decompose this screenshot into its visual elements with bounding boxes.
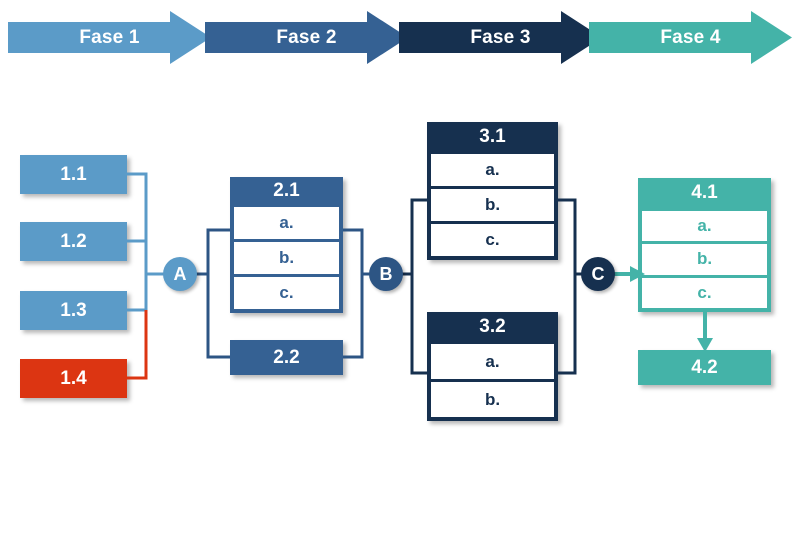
phase-arrow-3[interactable]: Fase 3 — [399, 10, 602, 65]
phase-arrow-1[interactable]: Fase 1 — [8, 10, 211, 65]
box-4-2-label: 4.2 — [691, 356, 718, 378]
box-1-1[interactable]: 1.1 — [20, 155, 127, 194]
card-3-1-row-a[interactable]: a. — [431, 154, 554, 186]
connector-node-b[interactable]: B — [369, 257, 403, 291]
card-2-1-row-a[interactable]: a. — [234, 207, 339, 239]
card-4-1-title: 4.1 — [691, 182, 718, 203]
card-3-1-rows: a. b. c. — [427, 151, 558, 260]
card-3-1[interactable]: 3.1 a. b. c. — [427, 122, 558, 260]
phase-arrow-2-label: Fase 2 — [276, 26, 337, 48]
connector-node-a[interactable]: A — [163, 257, 197, 291]
card-4-1[interactable]: 4.1 a. b. c. — [638, 178, 771, 312]
box-1-4-label: 1.4 — [60, 367, 87, 389]
phase-arrow-3-label: Fase 3 — [470, 26, 531, 48]
card-3-1-row-c[interactable]: c. — [431, 224, 554, 256]
phase-arrow-1-shape — [8, 11, 211, 64]
connector-node-c[interactable]: C — [581, 257, 615, 291]
card-2-1-row-b[interactable]: b. — [234, 242, 339, 274]
phase-arrow-4-shape — [589, 11, 792, 64]
phase-arrow-4-label: Fase 4 — [660, 26, 721, 48]
phase-arrow-3-shape — [399, 11, 602, 64]
box-2-2-label: 2.2 — [273, 346, 300, 368]
card-3-2-title: 3.2 — [479, 315, 506, 337]
card-2-1-title: 2.1 — [273, 179, 300, 201]
phase-arrow-4[interactable]: Fase 4 — [589, 10, 792, 65]
connector-node-a-label: A — [173, 263, 187, 284]
box-4-2[interactable]: 4.2 — [638, 350, 771, 385]
phase-arrow-1-label: Fase 1 — [79, 26, 140, 48]
box-1-3[interactable]: 1.3 — [20, 291, 127, 330]
card-3-2[interactable]: 3.2 a. b. — [427, 312, 558, 421]
phase-arrow-2[interactable]: Fase 2 — [205, 10, 408, 65]
card-2-1-row-c[interactable]: c. — [234, 277, 339, 309]
card-2-1[interactable]: 2.1 a. b. c. — [230, 177, 343, 313]
box-1-2-label: 1.2 — [60, 230, 87, 252]
box-2-2[interactable]: 2.2 — [230, 340, 343, 375]
phase-arrow-2-shape — [205, 11, 408, 64]
box-1-4[interactable]: 1.4 — [20, 359, 127, 398]
card-3-2-rows: a. b. — [427, 341, 558, 421]
card-3-2-row-a[interactable]: a. — [431, 344, 554, 379]
box-1-3-label: 1.3 — [60, 299, 87, 321]
card-2-1-rows: a. b. c. — [230, 204, 343, 313]
card-3-1-title: 3.1 — [479, 125, 506, 147]
connector-node-b-label: B — [379, 263, 393, 284]
card-3-1-row-b[interactable]: b. — [431, 189, 554, 221]
card-4-1-row-b[interactable]: b. — [642, 244, 767, 275]
box-1-1-label: 1.1 — [60, 163, 87, 185]
card-4-1-rows: a. b. c. — [638, 208, 771, 312]
card-4-1-row-a[interactable]: a. — [642, 211, 767, 242]
card-4-1-row-c[interactable]: c. — [642, 277, 767, 308]
connector-node-c-label: C — [591, 263, 605, 284]
card-3-2-row-b[interactable]: b. — [431, 382, 554, 417]
box-1-2[interactable]: 1.2 — [20, 222, 127, 261]
